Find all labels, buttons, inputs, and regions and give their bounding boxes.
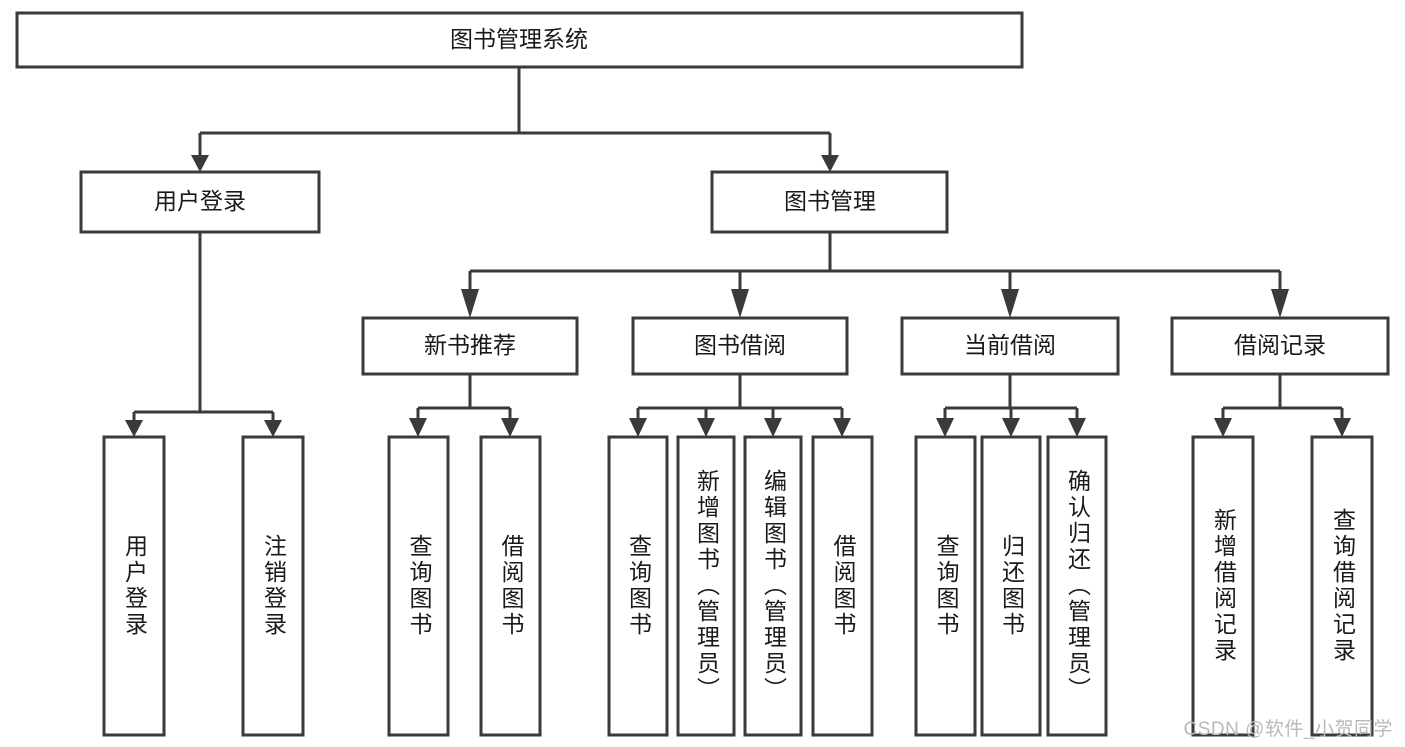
connector-group-borrow-record — [1214, 374, 1351, 437]
connector-group-user-login — [125, 232, 282, 437]
leaf-add-book[interactable] — [676, 435, 736, 737]
arrowhead-leaf-query-record — [1333, 418, 1351, 437]
arrowhead-leaf-borrow-book-recommend — [501, 418, 519, 437]
node-book-manage[interactable]: 图书管理 — [710, 170, 949, 234]
node-book-borrow-label: 图书借阅 — [694, 332, 786, 358]
leaf-edit-book[interactable] — [743, 435, 803, 737]
leaf-borrow-book-box[interactable] — [811, 435, 874, 737]
connector-group-current-borrow — [936, 374, 1086, 437]
leaf-user-login-box[interactable] — [102, 435, 166, 737]
arrowhead-leaf-query-book-recommend — [409, 418, 427, 437]
leaf-return-book[interactable] — [980, 435, 1042, 737]
leaf-borrow-book-recommend[interactable] — [479, 435, 542, 737]
arrowhead-leaf-borrow-book — [833, 418, 851, 437]
arrowhead-leaf-user-login — [125, 420, 143, 437]
connector-group-root — [191, 67, 839, 172]
connector-group-book-manage — [461, 232, 1289, 318]
node-current-borrow-box[interactable] — [900, 316, 1120, 376]
leaf-query-record-box[interactable] — [1310, 435, 1374, 737]
leaf-query-book-borrow[interactable] — [607, 435, 669, 737]
arrowhead-book-borrow — [731, 289, 749, 318]
node-current-borrow[interactable]: 当前借阅 — [900, 316, 1120, 376]
arrowhead-leaf-logout — [264, 420, 282, 437]
arrowhead-leaf-add-book — [697, 418, 715, 437]
leaf-query-book-recommend[interactable] — [387, 435, 450, 737]
leaf-logout[interactable] — [241, 435, 305, 737]
leaf-logout-box[interactable] — [241, 435, 305, 737]
leaf-query-book-current[interactable] — [914, 435, 977, 737]
arrowhead-leaf-return-book — [1002, 418, 1020, 437]
leaf-borrow-book-recommend-box[interactable] — [479, 435, 542, 737]
leaf-query-book-borrow-box[interactable] — [607, 435, 669, 737]
arrowhead-current-borrow — [1001, 289, 1019, 318]
leaf-query-book-current-box[interactable] — [914, 435, 977, 737]
leaf-query-book-recommend-box[interactable] — [387, 435, 450, 737]
leaf-add-book-box[interactable] — [676, 435, 736, 737]
node-new-book-recommend[interactable]: 新书推荐 — [361, 316, 579, 376]
node-new-book-recommend-box[interactable] — [361, 316, 579, 376]
node-current-borrow-label: 当前借阅 — [964, 332, 1056, 358]
node-user-login-box[interactable] — [79, 170, 321, 234]
arrowhead-leaf-query-book-borrow — [629, 418, 647, 437]
node-book-manage-box[interactable] — [710, 170, 949, 234]
arrowhead-book-manage — [821, 155, 839, 172]
leaf-add-record-box[interactable] — [1191, 435, 1255, 737]
arrowhead-leaf-add-record — [1214, 418, 1232, 437]
leaf-return-book-box[interactable] — [980, 435, 1042, 737]
node-user-login[interactable]: 用户登录 — [79, 170, 321, 234]
arrowhead-leaf-query-book-current — [936, 418, 954, 437]
node-book-manage-label: 图书管理 — [784, 188, 876, 214]
leaf-borrow-book[interactable] — [811, 435, 874, 737]
node-root-box[interactable] — [15, 11, 1024, 69]
node-user-login-label: 用户登录 — [154, 188, 246, 214]
node-borrow-record[interactable]: 借阅记录 — [1170, 316, 1390, 376]
node-root[interactable]: 图书管理系统 — [15, 11, 1024, 69]
arrowhead-leaf-confirm-return — [1068, 418, 1086, 437]
leaf-confirm-return[interactable] — [1046, 435, 1108, 737]
arrowhead-borrow-record — [1271, 289, 1289, 318]
connector-group-new-book-recommend — [409, 374, 519, 437]
arrowhead-leaf-edit-book — [764, 418, 782, 437]
leaf-user-login[interactable] — [102, 435, 166, 737]
leaf-add-record[interactable] — [1191, 435, 1255, 737]
node-book-borrow[interactable]: 图书借阅 — [631, 316, 849, 376]
node-root-label: 图书管理系统 — [450, 26, 588, 52]
node-book-borrow-box[interactable] — [631, 316, 849, 376]
arrowhead-user-login — [191, 155, 209, 172]
node-borrow-record-label: 借阅记录 — [1234, 332, 1326, 358]
node-new-book-recommend-label: 新书推荐 — [424, 332, 516, 358]
node-borrow-record-box[interactable] — [1170, 316, 1390, 376]
connector-group-book-borrow — [629, 374, 851, 437]
leaf-query-record[interactable] — [1310, 435, 1374, 737]
leaf-confirm-return-box[interactable] — [1046, 435, 1108, 737]
leaf-edit-book-box[interactable] — [743, 435, 803, 737]
arrowhead-new-book-recommend — [461, 289, 479, 318]
